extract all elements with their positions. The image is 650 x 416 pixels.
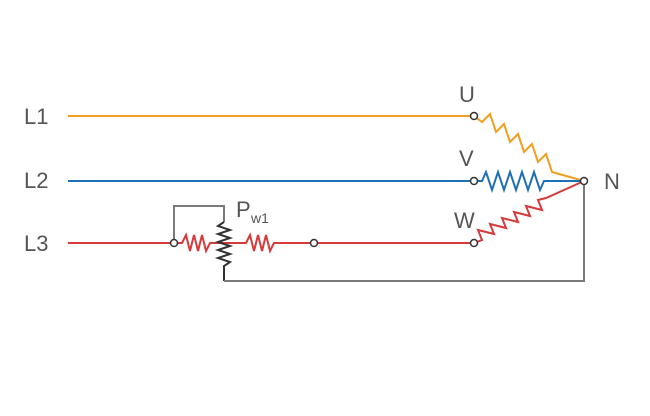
label-pw1: P [236, 197, 251, 222]
node-l3-mid [309, 238, 319, 248]
node-u [469, 111, 479, 121]
potentiometer-wiper [214, 221, 234, 281]
potentiometer-bypass [173, 205, 225, 243]
label-l1: L1 [24, 104, 48, 129]
node-l3-input [169, 238, 179, 248]
label-w: W [454, 208, 475, 233]
label-u: U [459, 82, 475, 107]
label-l2: L2 [24, 168, 48, 193]
resistor-v [474, 168, 584, 194]
neutral-return [224, 181, 585, 282]
label-l3: L3 [24, 231, 48, 256]
resistor-u [473, 112, 585, 182]
label-pw1-subscript: w1 [250, 210, 269, 226]
resistor-w [473, 180, 585, 244]
node-v [469, 176, 479, 186]
node-w [469, 238, 479, 248]
resistor-pw1-left [174, 232, 314, 254]
label-n: N [604, 169, 620, 194]
node-n [579, 176, 589, 186]
label-v: V [459, 146, 474, 171]
